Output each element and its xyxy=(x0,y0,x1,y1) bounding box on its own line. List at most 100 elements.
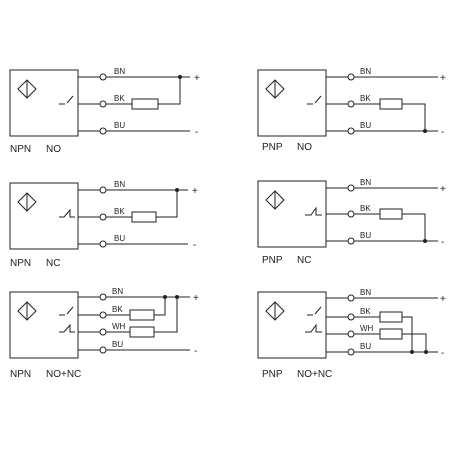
plus-terminal: + xyxy=(193,293,199,304)
terminal-icon xyxy=(347,100,355,108)
terminal-icon xyxy=(347,313,355,321)
terminal-icon xyxy=(99,311,107,319)
plus-terminal: + xyxy=(440,294,446,305)
wire-label-bk: BK xyxy=(360,307,371,316)
resistor-icon xyxy=(379,311,403,323)
wire-label-bn: BN xyxy=(114,67,125,76)
plus-terminal: + xyxy=(194,73,200,84)
resistor-icon xyxy=(379,208,403,220)
junction-dot xyxy=(163,295,167,299)
wire-label-bn: BN xyxy=(360,288,371,297)
wire-label-bk: BK xyxy=(112,305,123,314)
terminal-icon xyxy=(347,294,355,302)
junction-dot xyxy=(178,75,182,79)
type-label: PNP xyxy=(262,255,283,266)
wire-label-bk: BK xyxy=(360,204,371,213)
mode-label: NO xyxy=(297,142,312,153)
junction-dot xyxy=(175,188,179,192)
wire-label-bu: BU xyxy=(360,121,371,130)
switch-nc-icon xyxy=(305,206,322,216)
sensor-housing xyxy=(257,291,327,359)
wire-label-wh: WH xyxy=(360,324,374,333)
switch-no-icon xyxy=(59,306,74,316)
switch-nc-icon xyxy=(59,208,75,218)
resistor-icon xyxy=(379,98,403,110)
panel-npn-no: BN BK BU + - NPN NO xyxy=(9,67,200,155)
terminal-icon xyxy=(99,186,107,194)
sensor-symbol-icon xyxy=(265,79,285,99)
sensor-symbol-icon xyxy=(265,190,285,210)
minus-terminal: - xyxy=(195,127,198,138)
type-label: PNP xyxy=(262,369,283,380)
mode-label: NO+NC xyxy=(297,369,332,380)
terminal-icon xyxy=(99,293,107,301)
switch-no-icon xyxy=(59,95,74,105)
panel-npn-nc: BN BK BU + - NPN NC xyxy=(9,180,198,269)
mode-label: NO xyxy=(46,144,61,155)
sensor-housing xyxy=(9,291,79,359)
type-label: NPN xyxy=(10,369,31,380)
sensor-symbol-icon xyxy=(17,301,37,321)
minus-terminal: - xyxy=(441,127,444,138)
terminal-icon xyxy=(347,330,355,338)
mode-label: NC xyxy=(297,255,311,266)
sensor-symbol-icon xyxy=(265,301,285,321)
wire-label-bk: BK xyxy=(114,94,125,103)
wire-label-bn: BN xyxy=(360,178,371,187)
wire-label-wh: WH xyxy=(112,322,126,331)
minus-terminal: - xyxy=(441,237,444,248)
wire-label-bk: BK xyxy=(360,94,371,103)
plus-terminal: + xyxy=(440,73,446,84)
switch-no-icon xyxy=(307,306,322,316)
sensor-symbol-icon xyxy=(17,192,37,212)
minus-terminal: - xyxy=(193,240,196,251)
resistor-icon xyxy=(131,211,157,223)
switch-no-icon xyxy=(307,95,322,105)
terminal-icon xyxy=(99,328,107,336)
junction-dot xyxy=(175,295,179,299)
terminal-icon xyxy=(347,184,355,192)
wire-label-bn: BN xyxy=(112,287,123,296)
plus-terminal: + xyxy=(440,184,446,195)
wire-label-bu: BU xyxy=(112,340,123,349)
terminal-icon xyxy=(99,100,107,108)
panel-pnp-no: BN BK BU + - PNP NO xyxy=(257,67,446,153)
panel-pnp-no-nc: BN BK WH BU + - PNP NO+NC xyxy=(257,288,446,380)
wire-label-bn: BN xyxy=(360,67,371,76)
wire-label-bu: BU xyxy=(114,234,125,243)
sensor-housing xyxy=(9,69,79,137)
wire-label-bn: BN xyxy=(114,180,125,189)
terminal-icon xyxy=(99,73,107,81)
terminal-icon xyxy=(99,240,107,248)
terminal-icon xyxy=(347,73,355,81)
switch-nc-icon xyxy=(59,323,75,333)
panel-pnp-nc: BN BK BU + - PNP NC xyxy=(257,178,446,266)
sensor-housing xyxy=(9,182,79,250)
terminal-icon xyxy=(347,348,355,356)
resistor-icon xyxy=(131,98,159,110)
wire-label-bu: BU xyxy=(360,342,371,351)
wire-label-bu: BU xyxy=(114,121,125,130)
resistor-icon xyxy=(129,326,155,338)
wire-label-bk: BK xyxy=(114,207,125,216)
type-label: NPN xyxy=(10,258,31,269)
type-label: NPN xyxy=(10,144,31,155)
plus-terminal: + xyxy=(192,186,198,197)
panel-npn-no-nc: BN BK WH BU + - NPN NO+NC xyxy=(9,287,199,380)
terminal-icon xyxy=(347,237,355,245)
resistor-icon xyxy=(379,328,403,340)
minus-terminal: - xyxy=(441,348,444,359)
terminal-icon xyxy=(99,127,107,135)
sensor-symbol-icon xyxy=(17,79,37,99)
mode-label: NC xyxy=(46,258,60,269)
type-label: PNP xyxy=(262,142,283,153)
wire-label-bu: BU xyxy=(360,231,371,240)
switch-nc-icon xyxy=(305,323,322,333)
sensor-housing xyxy=(257,69,327,137)
terminal-icon xyxy=(99,213,107,221)
mode-label: NO+NC xyxy=(46,369,81,380)
terminal-icon xyxy=(347,210,355,218)
terminal-icon xyxy=(99,346,107,354)
minus-terminal: - xyxy=(194,346,197,357)
